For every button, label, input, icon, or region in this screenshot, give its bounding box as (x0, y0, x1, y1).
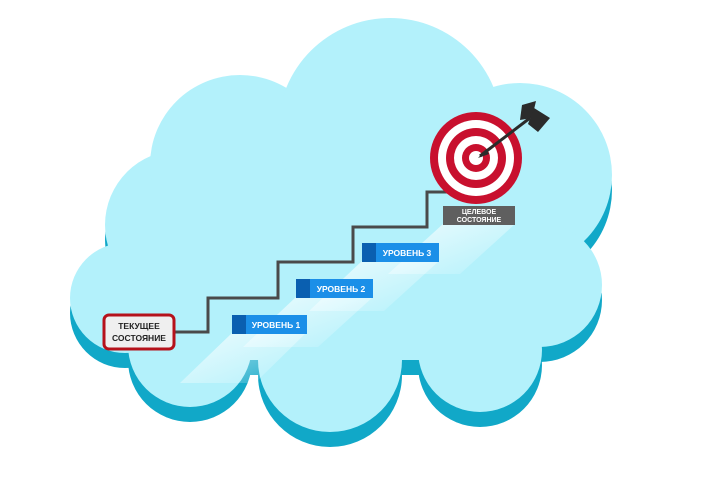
current-state-line1: ТЕКУЩЕЕ (118, 321, 160, 331)
staircase-line (173, 190, 470, 334)
level-2-label: УРОВЕНЬ 2 (317, 284, 366, 294)
cloud (70, 18, 612, 432)
current-state-line2: СОСТОЯНИЕ (112, 333, 166, 343)
level-3-label: УРОВЕНЬ 3 (383, 248, 432, 258)
target-state-box: ЦЕЛЕВОЕ СОСТОЯНИЕ (443, 206, 515, 225)
target-state-line1: ЦЕЛЕВОЕ (462, 209, 497, 216)
level-1-badge: УРОВЕНЬ 1 (232, 315, 307, 334)
current-state-box: ТЕКУЩЕЕ СОСТОЯНИЕ (102, 313, 176, 351)
level-2-badge: УРОВЕНЬ 2 (296, 279, 373, 298)
level-3-badge: УРОВЕНЬ 3 (362, 243, 439, 262)
step-beams (180, 224, 515, 383)
target-state-line2: СОСТОЯНИЕ (457, 217, 502, 224)
level-1-label: УРОВЕНЬ 1 (252, 320, 301, 330)
dart-icon (478, 101, 550, 158)
target-icon (430, 112, 522, 204)
